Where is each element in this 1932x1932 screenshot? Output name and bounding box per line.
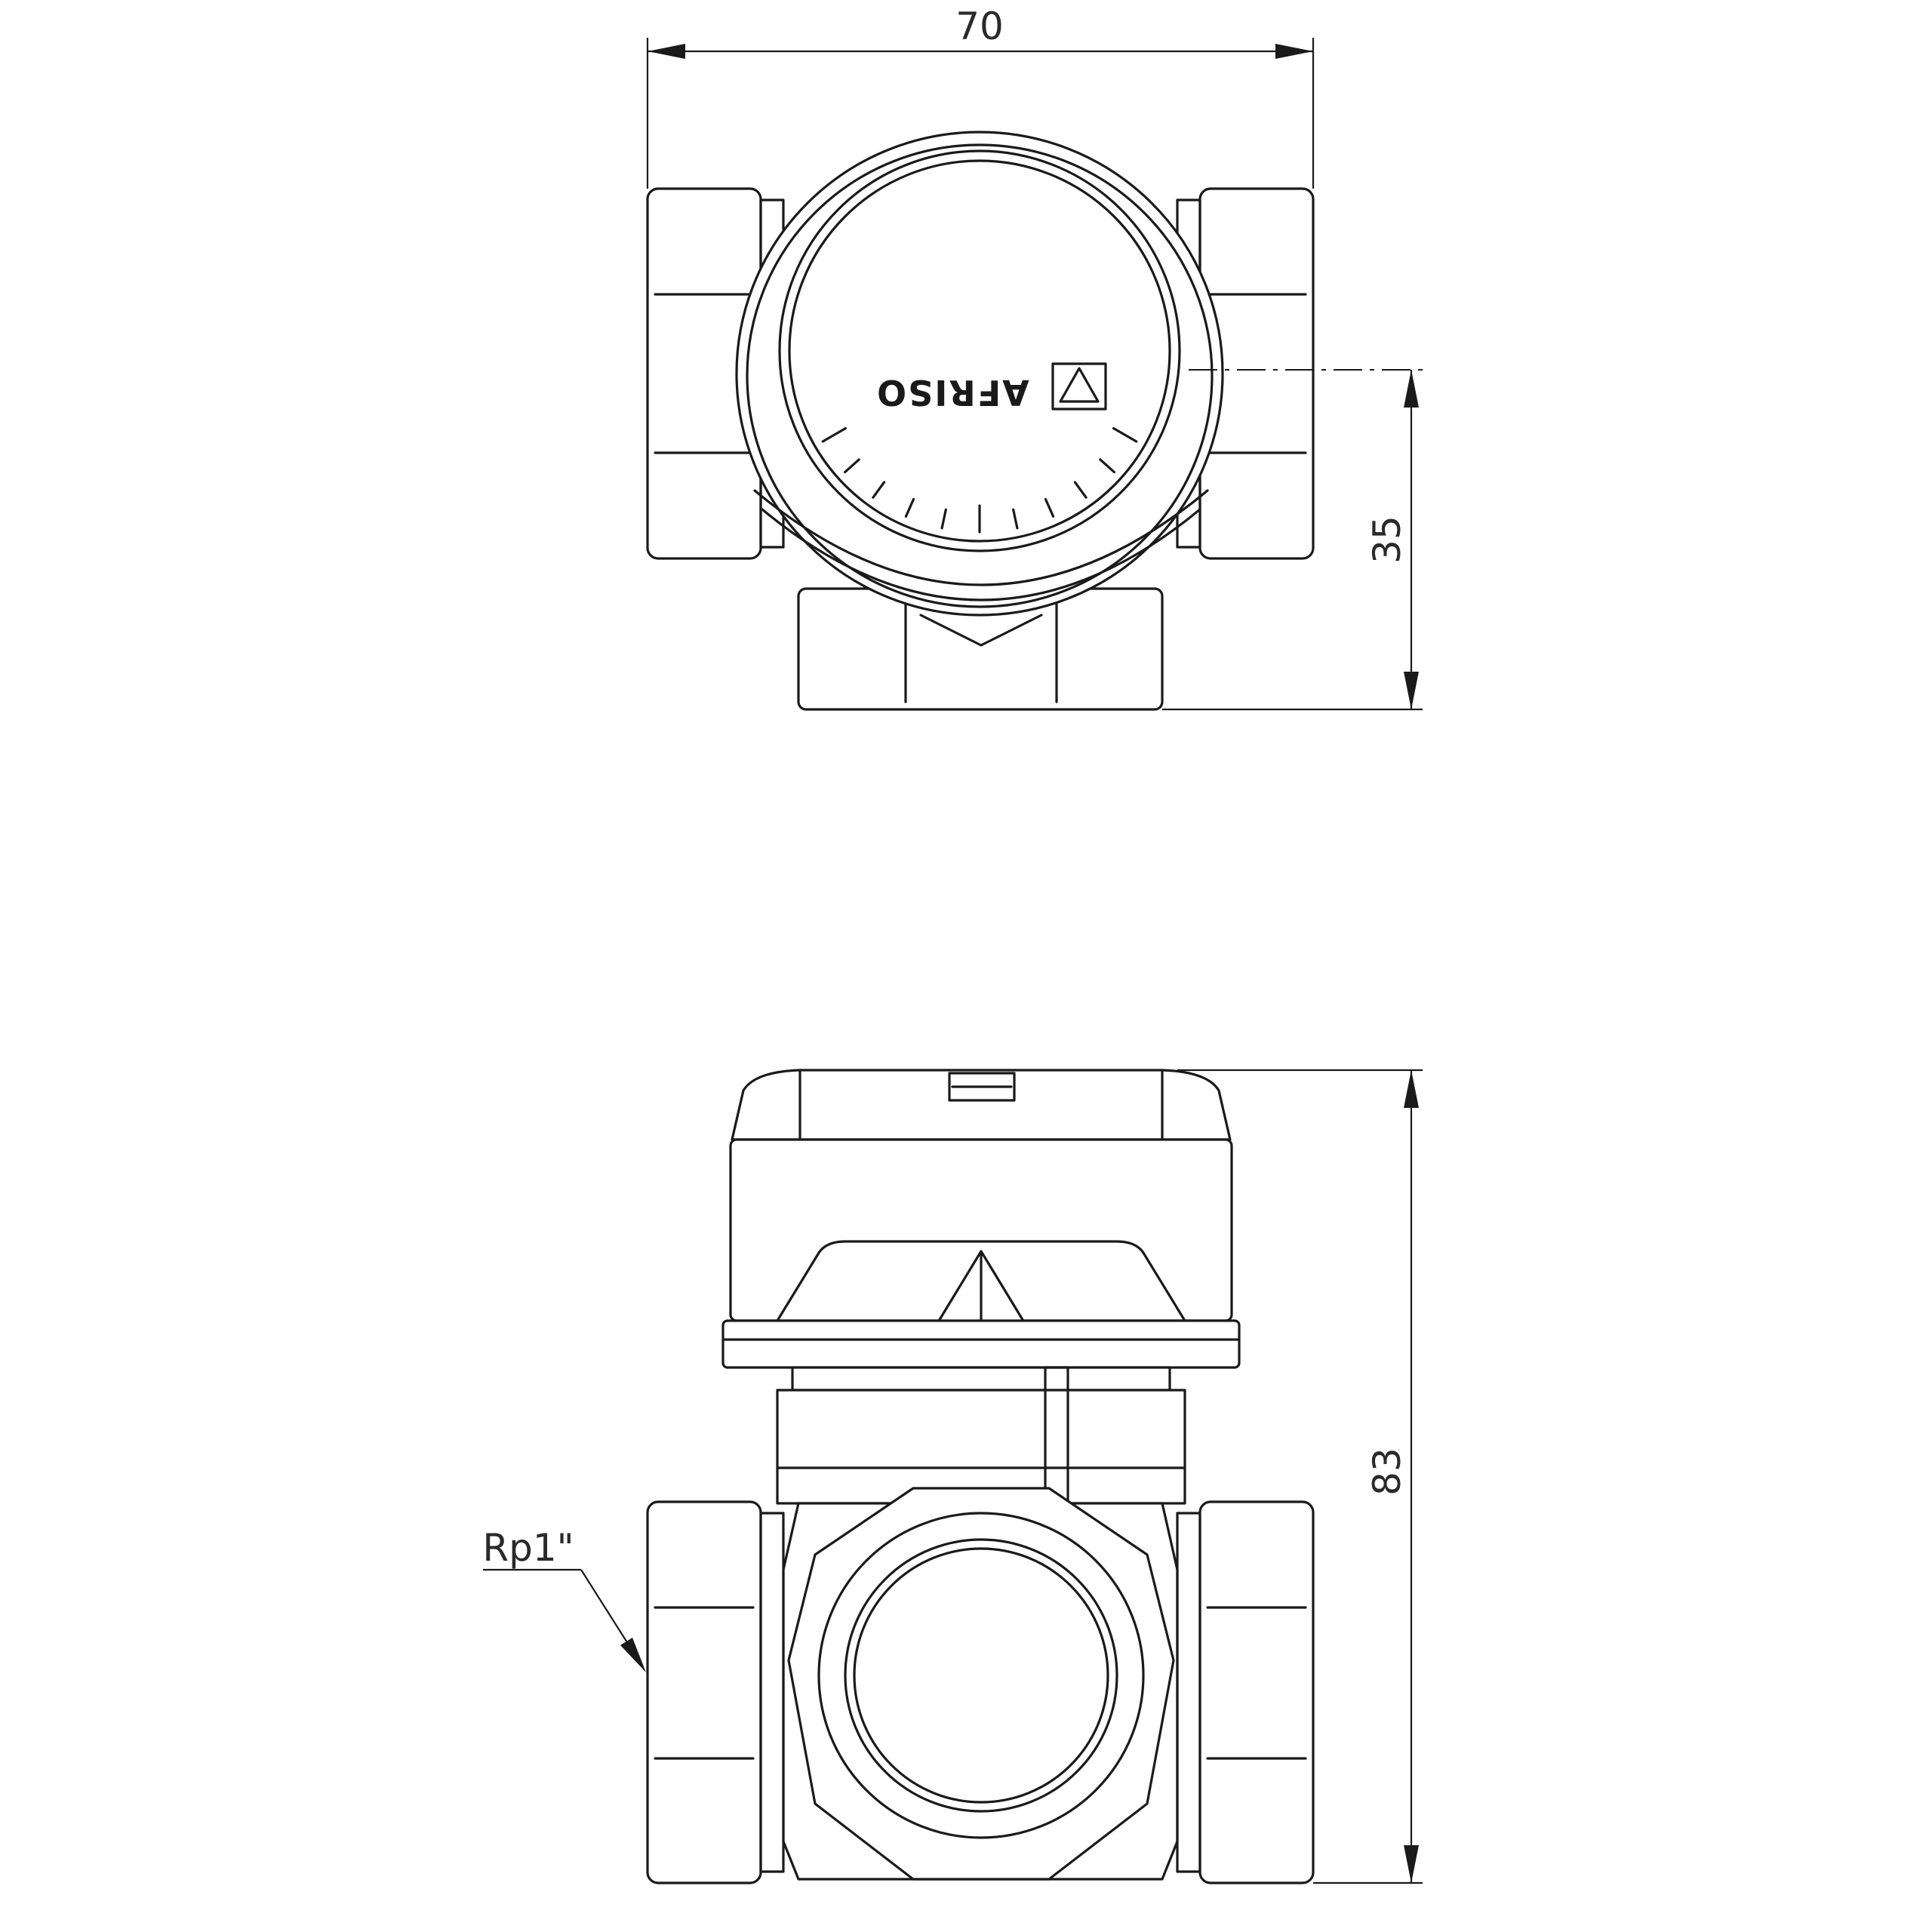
bottom-port-nut-top — [797, 587, 1164, 711]
top-view: AFRISO 70 35 — [646, 5, 1423, 711]
dial-tick — [821, 426, 848, 443]
actuator-neck-side — [776, 1366, 1186, 1527]
dial-tick — [843, 458, 860, 474]
top-height-dimension: 35 — [1162, 370, 1423, 711]
dial-tick — [904, 497, 915, 518]
side-view: Rp1" 83 — [482, 1069, 1423, 1884]
side-height-dimension: 83 — [1177, 1069, 1423, 1884]
thread-callout: Rp1" — [482, 1526, 646, 1672]
side-height-dimension-label: 83 — [1365, 1447, 1409, 1496]
dial-tick — [1099, 458, 1116, 474]
dial-tick — [1112, 426, 1138, 443]
actuator-cap-side — [721, 1069, 1241, 1369]
width-dimension: 70 — [646, 5, 1315, 189]
thread-callout-label: Rp1" — [482, 1526, 574, 1570]
dial-tick — [940, 508, 947, 530]
afriso-logo: AFRISO — [875, 362, 1107, 413]
dial-tick — [1044, 497, 1055, 518]
right-port-nut-top — [1176, 187, 1315, 560]
width-dimension-label: 70 — [955, 5, 1004, 48]
afriso-logo-text: AFRISO — [875, 372, 1029, 413]
dial-tick — [872, 481, 886, 499]
left-port-nut-side — [646, 1500, 785, 1884]
actuator-top — [735, 131, 1224, 617]
dial-tick — [1012, 508, 1019, 530]
front-port-side — [787, 1487, 1175, 1881]
right-port-nut-side — [1176, 1500, 1315, 1884]
dial-scale-ticks — [821, 426, 1138, 534]
dial-tick — [1073, 481, 1088, 499]
top-height-dimension-label: 35 — [1365, 515, 1409, 564]
